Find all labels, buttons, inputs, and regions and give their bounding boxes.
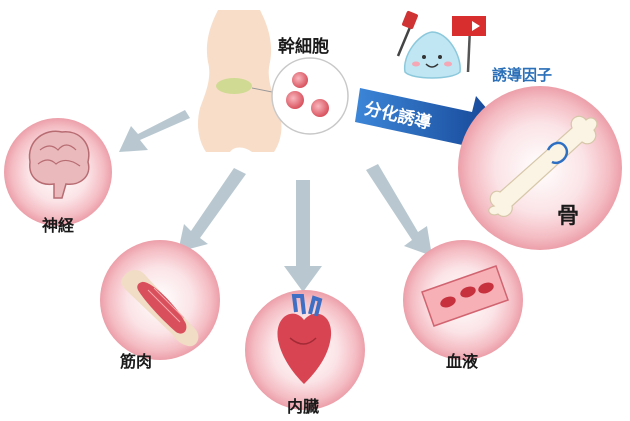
arrow-to-organ [284, 180, 322, 292]
induction-factor-mascot-icon [396, 10, 486, 79]
brain-icon [28, 130, 90, 199]
bone-circle [458, 86, 622, 250]
muscle-label: 筋肉 [120, 352, 153, 371]
organ-circle [245, 290, 365, 410]
bone-icon [488, 115, 598, 218]
muscle-circle [100, 240, 220, 360]
heart-icon [277, 294, 332, 384]
arrow-to-blood [366, 164, 432, 256]
nerve-label: 神経 [42, 216, 75, 235]
induction-factor-label: 誘導因子 [492, 66, 553, 84]
blood-label: 血液 [446, 352, 479, 371]
stem-cells-icon [271, 57, 349, 135]
blood-circle [403, 240, 523, 360]
stem-cell-label: 幹細胞 [278, 37, 329, 57]
nerve-circle [4, 118, 112, 226]
bone-label: 骨 [557, 204, 580, 229]
blood-vessel-icon [421, 265, 509, 327]
arrow-to-muscle [178, 168, 246, 252]
organ-label: 内臓 [287, 397, 320, 416]
muscle-icon [121, 270, 199, 347]
human-torso-icon [198, 10, 293, 152]
arrow-to-nerve [119, 110, 190, 152]
